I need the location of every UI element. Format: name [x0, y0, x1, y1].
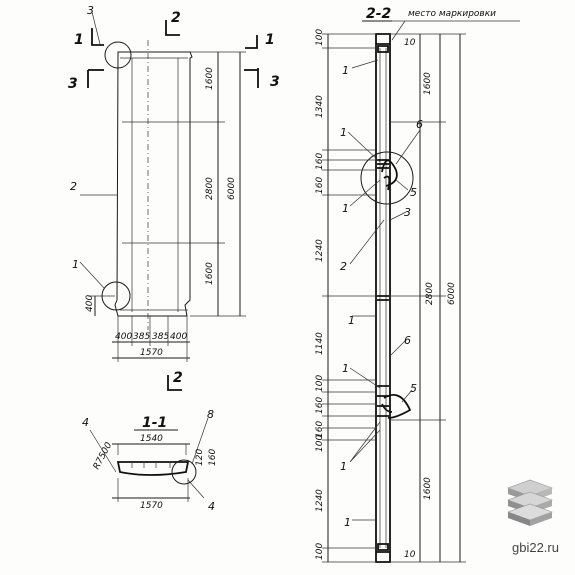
dim-1600-top: 1600 [205, 67, 215, 90]
dim-1570-plan: 1570 [140, 348, 163, 358]
elevation-view: 1600 2800 1600 6000 400 385 385 400 1570… [68, 4, 280, 391]
watermark-logo [507, 479, 553, 526]
callout-3: 3 [87, 4, 94, 17]
dim-2-2-1600-top: 1600 [423, 72, 433, 95]
callout-2-2-2: 2 [340, 260, 347, 273]
dim-1600-bottom: 1600 [205, 262, 215, 285]
callout-2-2-1a: 1 [342, 64, 349, 77]
watermark-text: gbi22.ru [512, 540, 559, 555]
section-2-2: 2-2 место маркировки 1600 2800 160 [315, 6, 520, 563]
dim-10-top: 10 [404, 38, 416, 48]
section-2-2-title: 2-2 [366, 6, 391, 22]
callout-2-2-6b: 6 [404, 334, 411, 347]
dim-1140: 1140 [315, 332, 325, 355]
cut-1-right: 1 [265, 32, 275, 48]
dim-2-2-1600-bottom: 1600 [423, 477, 433, 500]
callout-2: 2 [70, 180, 77, 193]
dim-1570-section: 1570 [140, 501, 163, 511]
callout-2-2-6a: 6 [416, 118, 423, 131]
dim-1240-top: 1240 [315, 239, 325, 262]
dim-100-top: 100 [315, 29, 325, 46]
detail-circle-loop [360, 151, 414, 205]
dim-1240-bottom: 1240 [315, 489, 325, 512]
cut-2-top: 2 [171, 10, 181, 26]
dim-400-right: 400 [170, 332, 187, 342]
callout-2-2-1c: 1 [342, 202, 349, 215]
radius-label: R7500 [92, 441, 115, 472]
marking-place-label: место маркировки [408, 9, 496, 19]
dim-2-2-6000: 6000 [447, 282, 457, 305]
detail-circle-3 [104, 41, 132, 69]
callout-8: 8 [207, 408, 214, 421]
dim-160: 160 [208, 449, 218, 466]
dim-2800: 2800 [205, 177, 215, 200]
callout-2-2-1e: 1 [342, 362, 349, 375]
callout-4-left: 4 [82, 416, 89, 429]
detail-circle-8 [171, 459, 197, 485]
dim-100-bottom: 100 [315, 543, 325, 560]
dim-400-left: 400 [115, 332, 132, 342]
dim-1540: 1540 [140, 434, 163, 444]
dim-400-vertical: 400 [85, 295, 95, 312]
dim-385-right: 385 [152, 332, 169, 342]
callout-2-2-1g: 1 [344, 516, 351, 529]
dim-160-a: 160 [315, 153, 325, 170]
callout-4-right: 4 [208, 500, 215, 513]
cut-1-top: 1 [74, 32, 84, 48]
dim-385-left: 385 [133, 332, 150, 342]
dim-10-bottom: 10 [404, 550, 416, 560]
callout-2-2-1f: 1 [340, 460, 347, 473]
dim-160-b: 160 [315, 177, 325, 194]
cut-2-bottom: 2 [173, 370, 183, 386]
callout-2-2-3: 3 [404, 206, 411, 219]
section-1-1: 1-1 1540 1570 4 R7500 8 4 120 160 [82, 408, 218, 513]
dim-160-c: 160 [315, 397, 325, 414]
dim-2-2-2800: 2800 [425, 282, 435, 305]
detail-circle-1 [101, 281, 131, 311]
dim-120: 120 [195, 449, 205, 466]
cut-3-left: 3 [68, 76, 78, 92]
callout-2-2-1b: 1 [340, 126, 347, 139]
dim-100-mid-a: 100 [315, 375, 325, 392]
dim-160-d: 160 [315, 421, 325, 438]
cut-3-right: 3 [270, 74, 280, 90]
callout-1: 1 [72, 258, 79, 271]
dim-6000: 6000 [227, 177, 237, 200]
dim-1340: 1340 [315, 95, 325, 118]
callout-2-2-5b: 5 [410, 382, 417, 395]
dim-100-mid-b: 100 [315, 435, 325, 452]
callout-2-2-5a: 5 [410, 186, 417, 199]
callout-2-2-1d: 1 [348, 314, 355, 327]
section-1-1-title: 1-1 [142, 415, 167, 431]
